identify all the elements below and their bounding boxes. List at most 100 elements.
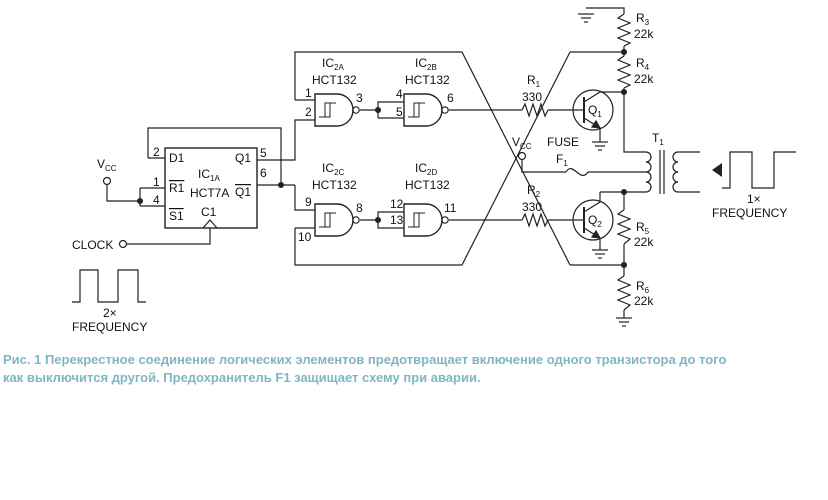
- r1-value: 330: [522, 90, 542, 104]
- q1-collector: [583, 91, 624, 103]
- ic1a-d1: D1: [169, 151, 185, 165]
- junction-dot: [137, 198, 143, 204]
- ic1a-pin-6: 6: [260, 166, 267, 180]
- hysteresis-2b-icon: [408, 102, 425, 118]
- junction-dot: [621, 89, 627, 95]
- r4-value: 22k: [634, 72, 654, 86]
- ic1a-pin-5: 5: [260, 146, 267, 160]
- junction-dot: [278, 182, 284, 188]
- resistor-r2: [521, 212, 549, 228]
- transformer-primary: [645, 151, 652, 193]
- vcc-left-terminal: [102, 176, 112, 186]
- resistor-r4: [616, 55, 632, 89]
- ic1a-c1: C1: [201, 205, 217, 219]
- wire-cross-bottom: [294, 51, 571, 266]
- clock-terminal: [118, 239, 128, 249]
- wire-2a-2b: [360, 101, 404, 111]
- wire-r4-q1: [623, 88, 646, 153]
- wire-vcc-fuse: [521, 160, 566, 173]
- ic2d-in1: 12: [390, 197, 404, 211]
- ic2b-in2: 5: [396, 105, 403, 119]
- ic2c-out: 8: [356, 201, 363, 215]
- input-freq-mult: 2×: [103, 306, 117, 320]
- junction-dot: [375, 217, 381, 223]
- fuse-label: FUSE: [547, 135, 579, 149]
- gate-ic2d: [403, 203, 443, 237]
- wire-2c-2d: [360, 211, 404, 221]
- wire-d1-feedback: [147, 127, 282, 185]
- ic2a-in1: 1: [305, 86, 312, 100]
- ic2a-name: IC2A: [322, 56, 344, 72]
- ic2a-type: HCT132: [312, 73, 357, 87]
- output-waveform: [722, 151, 796, 189]
- hysteresis-2d-icon: [408, 212, 425, 228]
- caption-line-2: как выключится другой. Предохранитель F1…: [3, 370, 481, 385]
- ic1a-type: HCT7A: [190, 186, 229, 200]
- wire-top-ground: [586, 7, 625, 14]
- ic2a-in2: 2: [305, 105, 312, 119]
- f1-label: F1: [556, 152, 568, 168]
- ic2c-in2: 10: [298, 230, 312, 244]
- ic1a-r1: R1: [169, 181, 185, 195]
- ic1a-pin-1: 1: [153, 175, 160, 189]
- input-waveform: [72, 269, 146, 303]
- r6-name: R6: [636, 279, 650, 295]
- clock-label: CLOCK: [72, 238, 113, 252]
- r5-value: 22k: [634, 235, 654, 249]
- wire-clock: [127, 228, 211, 245]
- junction-dot: [621, 189, 627, 195]
- gate-ic2a-bubble: [352, 106, 360, 114]
- r2-value: 330: [522, 200, 542, 214]
- vcc-left-label: VCC: [97, 157, 117, 173]
- gate-ic2c-bubble: [352, 216, 360, 224]
- r6-value: 22k: [634, 294, 654, 308]
- hysteresis-2a-icon: [319, 102, 336, 118]
- caption-line-1: Рис. 1 Перекрестное соединение логически…: [3, 352, 727, 367]
- ic2c-type: HCT132: [312, 178, 357, 192]
- transistor-q2: [572, 199, 614, 241]
- ic1a-name: IC1A: [198, 167, 220, 183]
- ic2d-type: HCT132: [405, 178, 450, 192]
- wire-q1-out: [257, 119, 315, 161]
- q1-label: Q1: [588, 103, 602, 119]
- q1-emitter-arrow: [590, 119, 602, 129]
- r3-value: 22k: [634, 27, 654, 41]
- vcc-right-label: VCC: [512, 135, 532, 151]
- q2-label: Q2: [588, 213, 602, 229]
- ic2b-type: HCT132: [405, 73, 450, 87]
- ic1a-pin-2: 2: [153, 145, 160, 159]
- ic2d-out: 11: [444, 201, 457, 215]
- ic2b-name: IC2B: [415, 56, 437, 72]
- input-freq-label: FREQUENCY: [72, 320, 147, 334]
- r1-name: R1: [527, 73, 541, 89]
- vcc-right-terminal: [517, 151, 527, 161]
- ic1a-pin-4: 4: [153, 193, 160, 207]
- junction-dot: [621, 262, 627, 268]
- ic1a-q1bar: Q1: [235, 185, 251, 199]
- junction-dot: [621, 49, 627, 55]
- output-freq-mult: 1×: [747, 192, 761, 206]
- ic2a-out: 3: [356, 91, 363, 105]
- gate-ic2b: [403, 93, 443, 127]
- r5-name: R5: [636, 220, 650, 236]
- resistor-r6: [616, 275, 632, 311]
- gate-ic2d-bubble: [441, 216, 449, 224]
- ic1a-s1: S1: [169, 209, 184, 223]
- hysteresis-2c-icon: [319, 212, 336, 228]
- ic1a-q1: Q1: [235, 151, 251, 165]
- q2-collector: [583, 192, 601, 213]
- ic2c-name: IC2C: [322, 161, 344, 177]
- resistor-r5: [616, 209, 632, 245]
- ic2d-name: IC2D: [415, 161, 437, 177]
- output-arrow-icon: [712, 163, 722, 177]
- ic2d-in2: 13: [390, 213, 404, 227]
- r3-name: R3: [636, 11, 650, 27]
- circuit-schematic: VCC CLOCK 2× FREQUENCY 1 2 4 5 6 D1 R1 S…: [72, 7, 796, 334]
- ic2c-in1: 9: [305, 195, 312, 209]
- wire-q1bar-to-2c: [294, 185, 315, 211]
- gate-ic2a: [314, 93, 354, 127]
- ic2b-in1: 4: [396, 87, 403, 101]
- fuse-f1: [565, 168, 589, 176]
- r2-name: R2: [527, 183, 541, 199]
- wire-vcc-left: [106, 185, 140, 202]
